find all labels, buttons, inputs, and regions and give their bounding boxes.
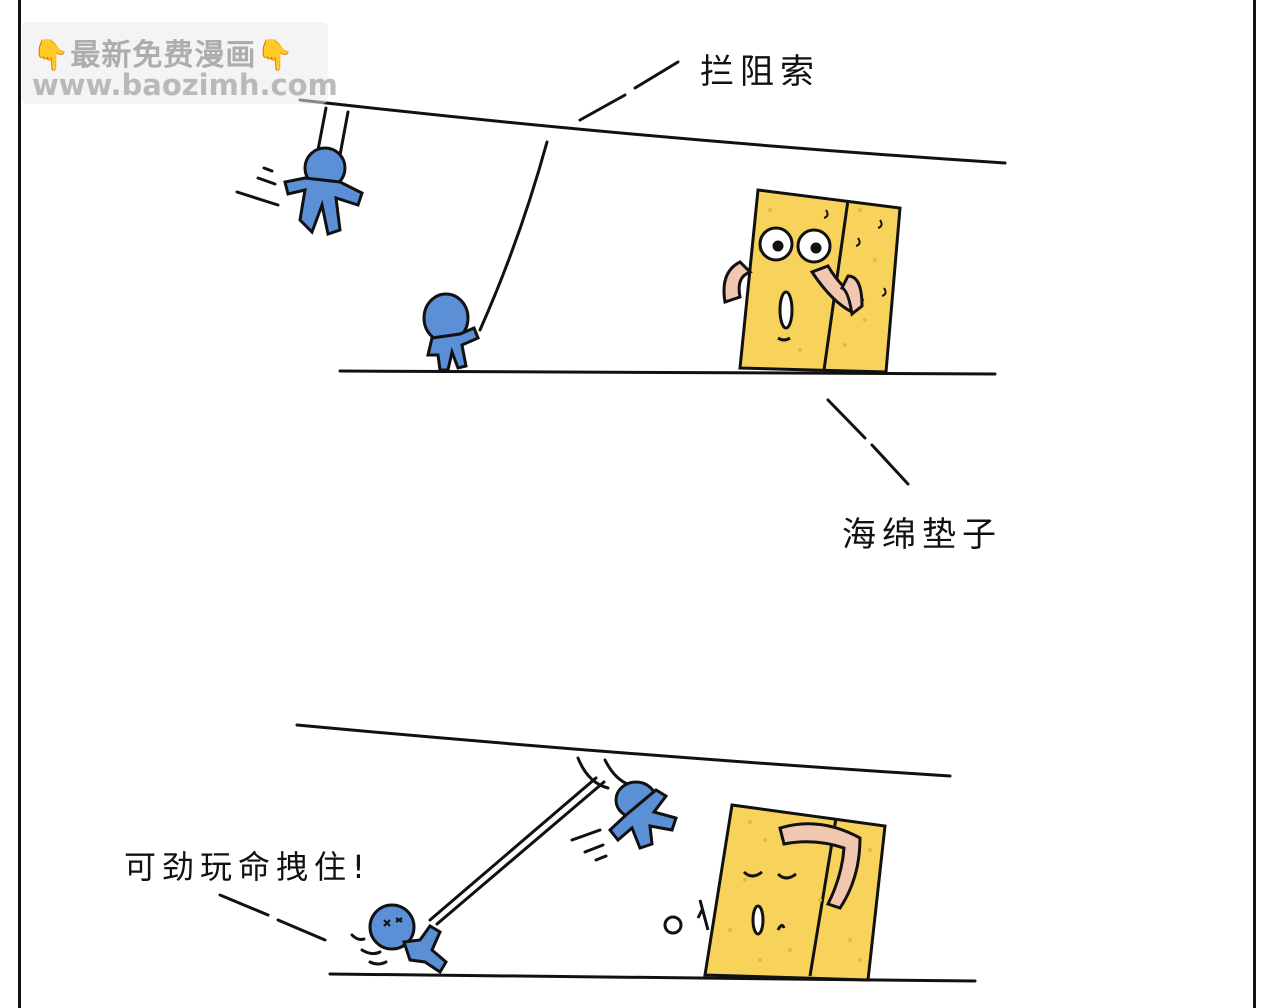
sponge-mat-bottom — [663, 803, 887, 982]
callout-line-cable — [578, 60, 680, 122]
pointing-down-icon: 👇 — [256, 38, 295, 73]
pointing-down-icon: 👇 — [32, 38, 71, 73]
arresting-cable-line-top — [298, 98, 1007, 165]
tether-rope-top — [478, 140, 549, 332]
arresting-cable-line-bottom — [295, 723, 952, 778]
label-arresting-cable: 拦阻索 — [700, 52, 820, 92]
tether-rope-bottom — [428, 776, 606, 926]
motion-lines-top — [235, 166, 280, 207]
blue-figure-dragging — [368, 903, 448, 975]
label-grab-tight: 可劲玩命拽住! — [124, 848, 371, 886]
callout-line-sponge — [826, 398, 910, 486]
blue-figure-flying — [607, 780, 678, 850]
motion-lines-bottom — [570, 828, 608, 862]
hanging-tether — [316, 106, 350, 157]
blue-figure-hanging — [283, 146, 364, 236]
ground-line-bottom — [328, 972, 977, 983]
watermark-text: 最新免费漫画 — [70, 38, 257, 73]
watermark-url: www.baozimh.com — [32, 68, 338, 102]
callout-line-grab — [218, 893, 327, 942]
label-sponge-mat: 海绵垫子 — [842, 515, 1002, 555]
ground-line-top — [338, 369, 997, 376]
watermark-badge: 👇最新免费漫画👇 www.baozimh.com — [22, 22, 338, 104]
blue-figure-standing — [422, 292, 480, 372]
sponge-mat-top — [722, 188, 902, 374]
watermark-line1: 👇最新免费漫画👇 — [32, 30, 295, 74]
drag-lines — [350, 933, 388, 966]
comic-panel — [18, 0, 1256, 1008]
